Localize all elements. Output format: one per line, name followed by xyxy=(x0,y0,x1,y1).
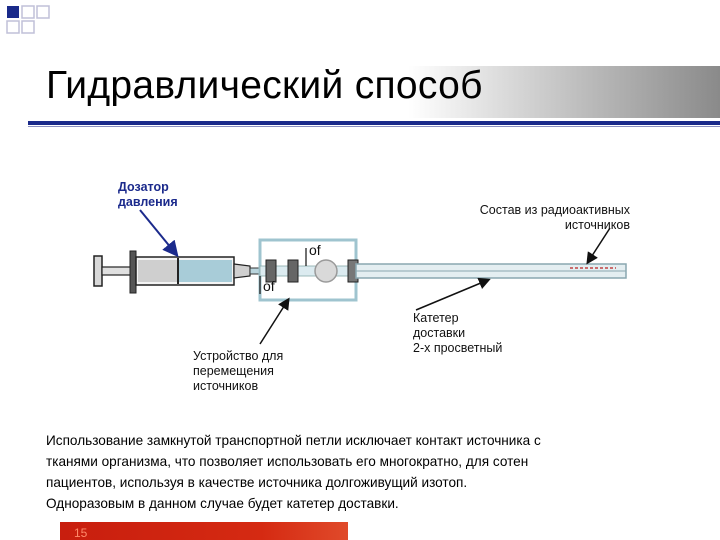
hydraulic-delivery-diagram xyxy=(93,209,627,345)
caption-line-1: Использование замкнутой транспортной пет… xyxy=(46,433,541,448)
caption-line-4: Одноразовым в данном случае будет катете… xyxy=(46,496,399,511)
slide-title: Гидравлический способ xyxy=(46,64,483,107)
title-underline xyxy=(28,121,720,125)
valve-block-left xyxy=(265,259,277,283)
arrow-catheter xyxy=(415,277,491,311)
label-transfer-device: Устройство для перемещения источников xyxy=(193,349,284,393)
syringe-flange xyxy=(129,250,137,294)
arrow-doser xyxy=(139,209,179,258)
title-underline-thin xyxy=(28,126,720,127)
syringe-plunger-handle xyxy=(93,255,103,287)
caption-text: Использование замкнутой транспортной пет… xyxy=(46,430,706,514)
footer-bar xyxy=(60,522,348,540)
valve-block-middle xyxy=(287,259,299,283)
arrow-composition xyxy=(586,227,611,265)
title-background xyxy=(28,66,720,118)
corner-squares-decoration xyxy=(6,5,50,34)
label-pressure-doser: Дозатор давления xyxy=(118,180,178,209)
label-of-top: of xyxy=(309,242,321,258)
syringe-fluid xyxy=(178,260,232,282)
label-radioactive-composition: Состав из радиоактивных источников xyxy=(479,203,630,232)
page-number: 15 xyxy=(74,526,88,540)
syringe-nozzle xyxy=(233,263,251,279)
source-ball xyxy=(314,259,338,283)
syringe-piston-area xyxy=(138,260,178,282)
arrow-transfer-device xyxy=(259,297,290,345)
caption-line-2: тканями организма, что позволяет использ… xyxy=(46,454,529,469)
label-delivery-catheter: Катетер доставки 2-х просветный xyxy=(413,311,503,355)
label-of-bottom: of xyxy=(263,278,275,294)
caption-line-3: пациентов, используя в качестве источник… xyxy=(46,475,468,490)
